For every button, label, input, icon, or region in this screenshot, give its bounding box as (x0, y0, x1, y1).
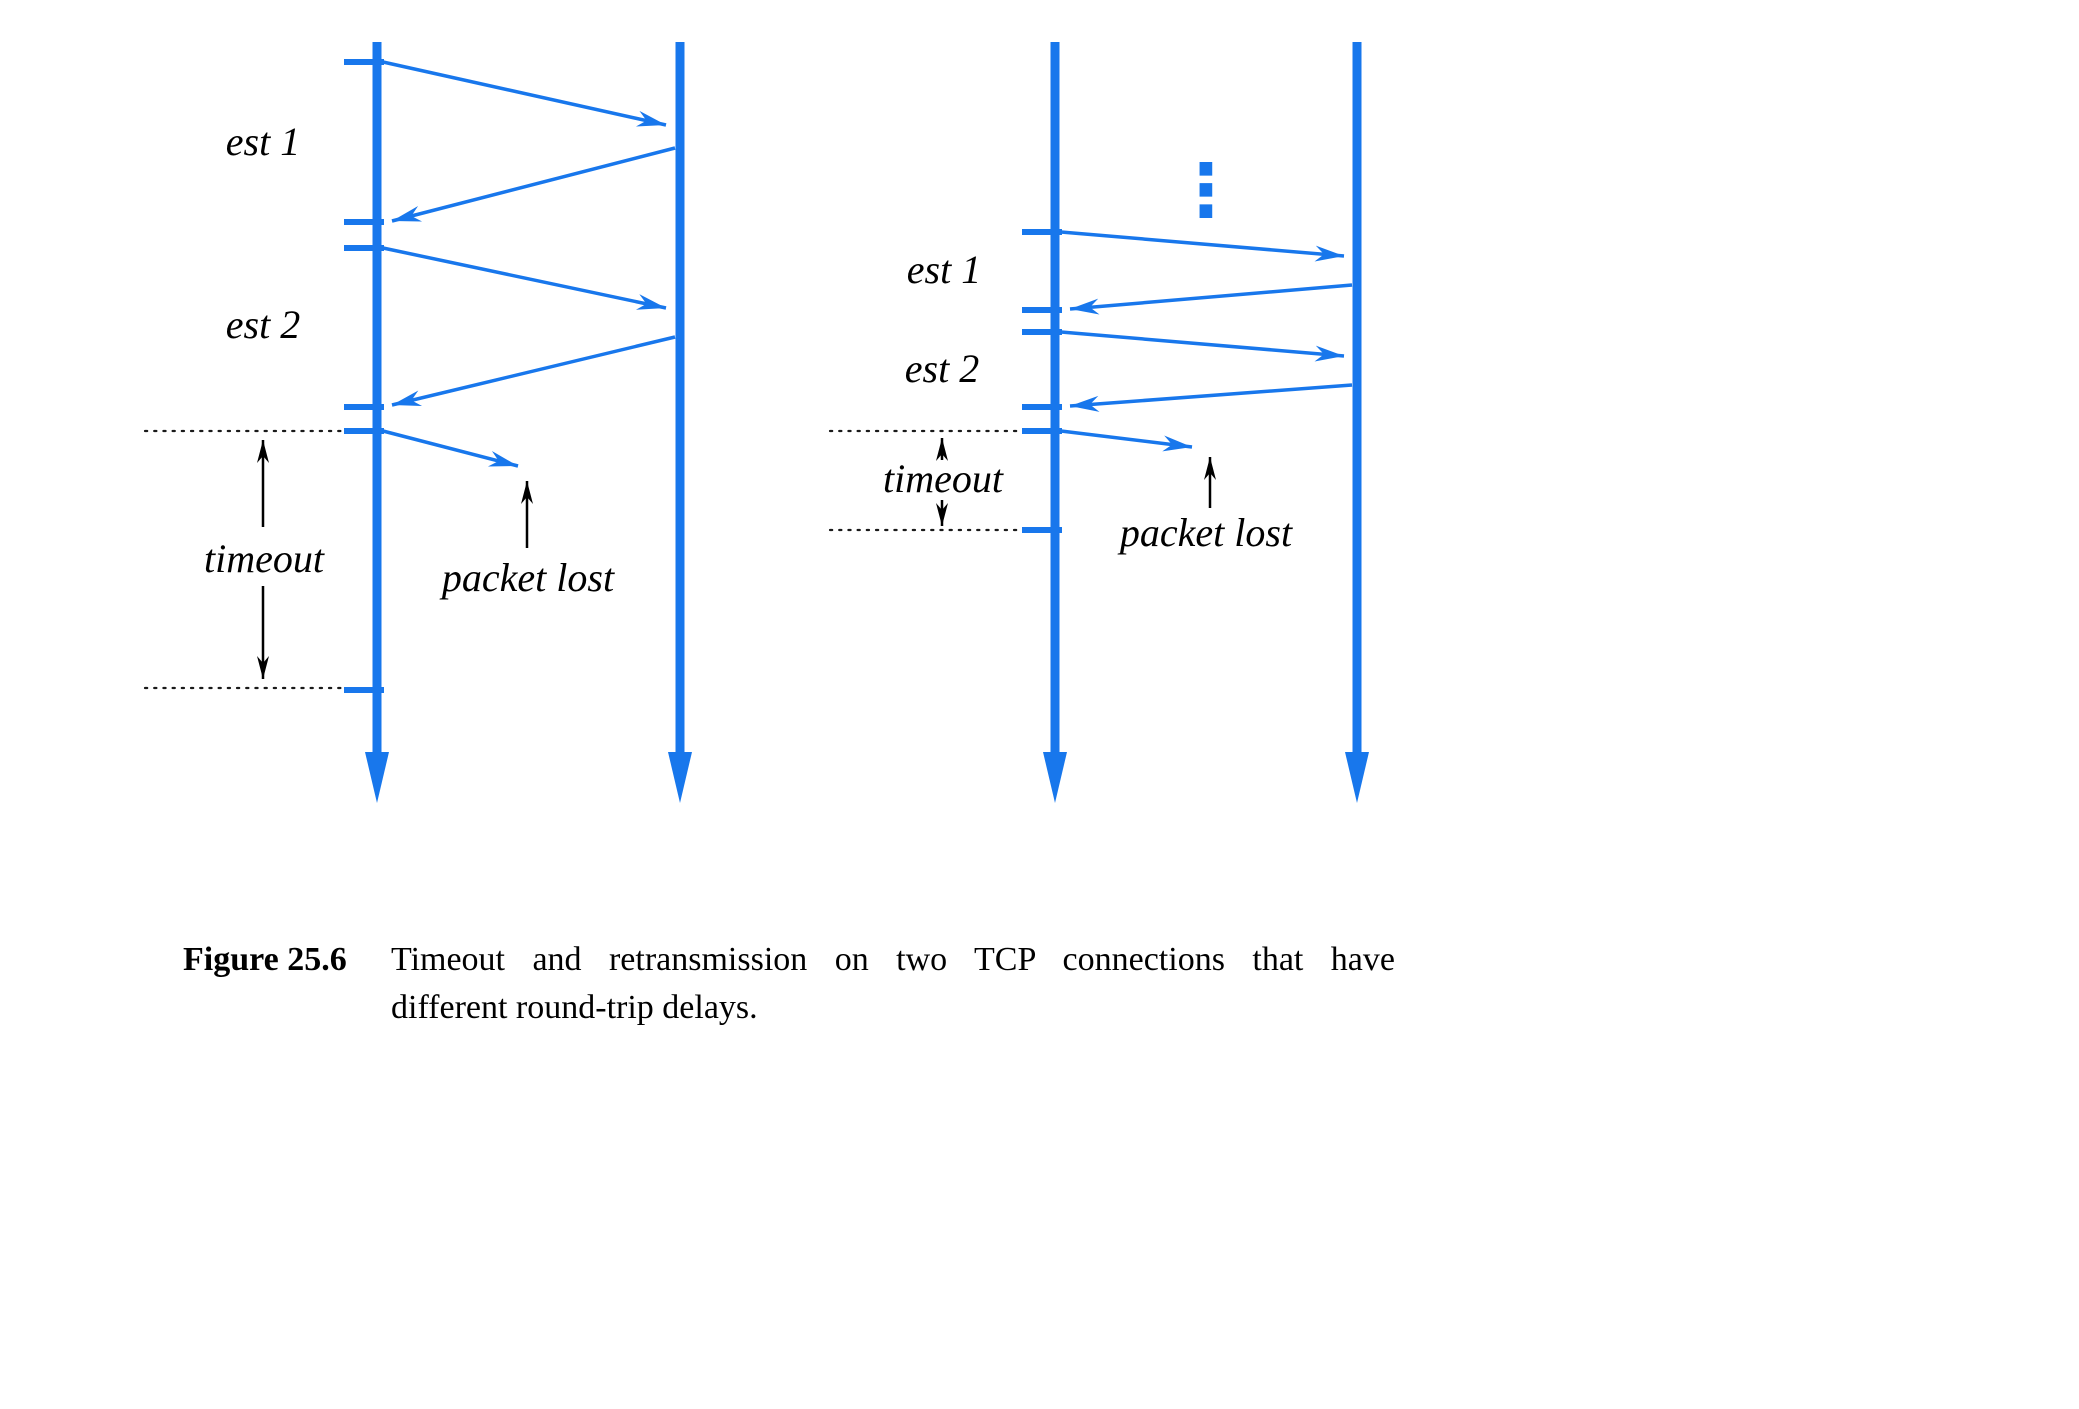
left-receiver-timeline-arrowhead (668, 752, 692, 803)
left-timeout-label: timeout (204, 536, 325, 581)
right-connection-diagram: ⋮ est 1 est 2 timeout (828, 42, 1369, 803)
left-lost-segment-arrow (382, 429, 519, 468)
left-est2-label: est 2 (226, 302, 300, 347)
left-segment2-arrow (382, 246, 667, 310)
left-segment1-arrow (382, 60, 667, 127)
tcp-timeout-retransmission-diagram: est 1 est 2 timeout packet lost ⋮ (143, 42, 1369, 803)
left-ack2-arrow (391, 335, 676, 407)
figure-caption-label: Figure 25.6 (183, 941, 347, 978)
right-receiver-timeline-arrowhead (1345, 752, 1369, 803)
right-segment1-arrow (1060, 230, 1345, 262)
right-ack2-arrow (1069, 383, 1353, 412)
right-lost-segment-arrow (1060, 429, 1193, 452)
right-ack1-arrow (1069, 283, 1353, 315)
right-packet-lost-label: packet lost (1117, 510, 1293, 555)
continuation-dots: ⋮ (1170, 148, 1242, 232)
left-packet-lost-label: packet lost (439, 555, 615, 600)
right-timeout-label: timeout (883, 456, 1004, 501)
figure-caption-line1: Timeout and retransmission on two TCP co… (391, 941, 1395, 978)
left-ack1-arrow (391, 146, 676, 223)
right-sender-timeline-arrowhead (1043, 752, 1067, 803)
left-est1-label: est 1 (226, 119, 300, 164)
figure-caption-body: Timeout and retransmission on two TCP co… (391, 936, 1395, 1032)
right-segment2-arrow (1060, 330, 1345, 362)
left-sender-timeline-arrowhead (365, 752, 389, 803)
right-est1-label: est 1 (907, 247, 981, 292)
figure-caption-line2: different round-trip delays. (391, 989, 758, 1026)
left-connection-diagram: est 1 est 2 timeout packet lost (143, 42, 692, 803)
figure-caption: Figure 25.6 Timeout and retransmission o… (183, 936, 1395, 1032)
right-est2-label: est 2 (905, 346, 979, 391)
